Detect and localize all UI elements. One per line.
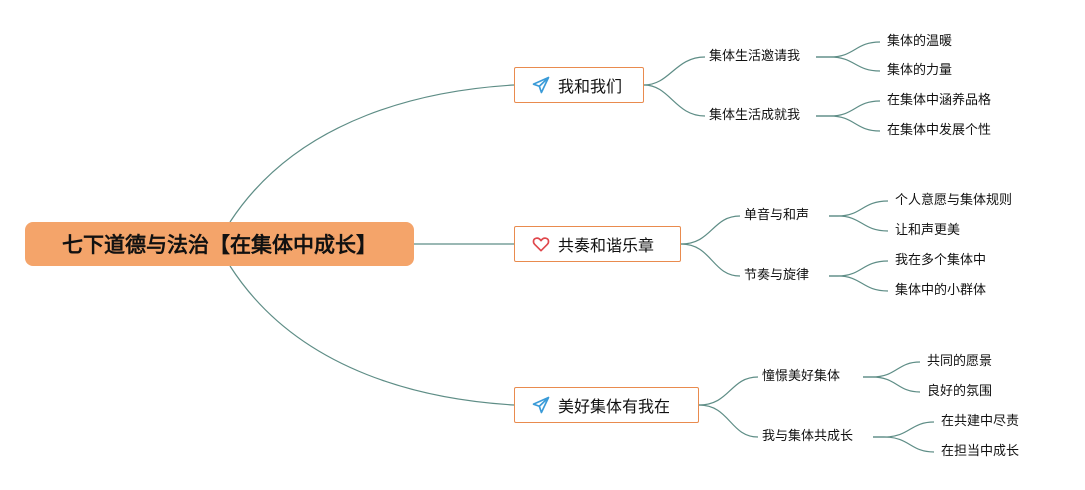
- topic-mei-hao-ji-ti-you-wo-zai[interactable]: 美好集体有我在: [514, 387, 699, 423]
- topic-title: 我和我们: [558, 77, 623, 96]
- subtopic-label[interactable]: 集体生活成就我: [709, 108, 801, 123]
- paper-plane-icon: [531, 395, 551, 415]
- leaf-label[interactable]: 在共建中尽责: [941, 414, 1020, 429]
- leaf-label[interactable]: 集体的力量: [887, 63, 953, 78]
- subtopic-label[interactable]: 憧憬美好集体: [762, 369, 841, 384]
- topic-title: 共奏和谐乐章: [558, 236, 655, 255]
- topic-gong-zou-he-xie-yue-zhang[interactable]: 共奏和谐乐章: [514, 226, 681, 262]
- topic-title: 美好集体有我在: [558, 397, 671, 416]
- root-title: 七下道德与法治【在集体中成长】: [62, 233, 377, 257]
- leaf-label[interactable]: 个人意愿与集体规则: [895, 193, 1013, 208]
- leaf-label[interactable]: 在集体中发展个性: [887, 123, 992, 138]
- leaf-label[interactable]: 集体的温暖: [887, 34, 953, 49]
- leaf-label[interactable]: 共同的愿景: [927, 354, 993, 369]
- leaf-label[interactable]: 良好的氛围: [927, 384, 993, 399]
- leaf-label[interactable]: 集体中的小群体: [895, 283, 987, 298]
- root-topic[interactable]: 七下道德与法治【在集体中成长】: [25, 222, 414, 266]
- leaf-label[interactable]: 在集体中涵养品格: [887, 93, 992, 108]
- leaf-label[interactable]: 让和声更美: [895, 223, 961, 238]
- subtopic-label[interactable]: 集体生活邀请我: [709, 49, 801, 64]
- leaf-label[interactable]: 在担当中成长: [941, 444, 1020, 459]
- paper-plane-icon: [531, 75, 551, 95]
- subtopic-label[interactable]: 单音与和声: [744, 208, 810, 223]
- subtopic-label[interactable]: 我与集体共成长: [762, 429, 854, 444]
- subtopic-label[interactable]: 节奏与旋律: [744, 268, 810, 283]
- topic-wo-he-wo-men[interactable]: 我和我们: [514, 67, 644, 103]
- heart-icon: [531, 234, 551, 254]
- leaf-label[interactable]: 我在多个集体中: [895, 253, 987, 268]
